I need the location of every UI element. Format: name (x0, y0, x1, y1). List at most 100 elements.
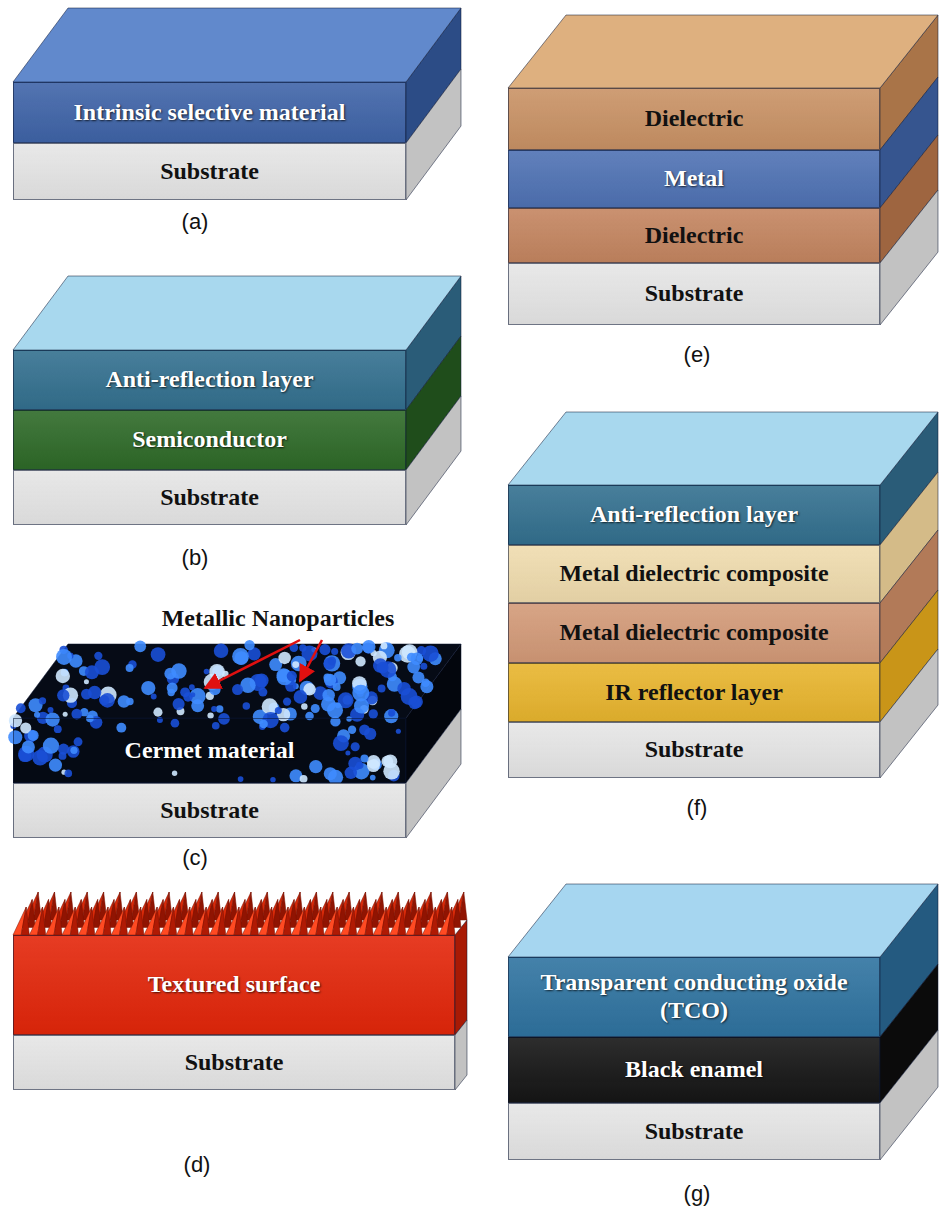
textured-layer: Textured surface (13, 935, 455, 1035)
panel-letter: (f) (687, 795, 708, 821)
texture-spike (152, 907, 160, 935)
substrate-layer: Substrate (508, 1103, 880, 1160)
nanoparticle (324, 674, 336, 686)
texture-spike (453, 900, 461, 928)
nanoparticle (191, 699, 204, 712)
composite-layer: Metal dielectric composite (508, 545, 880, 603)
nanoparticle (74, 737, 83, 746)
nanoparticle (59, 752, 67, 760)
nanoparticle (238, 776, 244, 782)
side-face (880, 1030, 938, 1160)
layer-label: Anti-reflection layer (105, 366, 313, 394)
nanoparticle (370, 775, 376, 781)
nanoparticle (270, 777, 275, 782)
side-face (880, 649, 938, 778)
nanoparticle (212, 722, 220, 730)
metal-layer: Metal (508, 150, 880, 208)
side-face (406, 69, 461, 200)
cermet-layer: Cermet material (13, 718, 406, 783)
panel-letter: (c) (182, 845, 208, 871)
texture-spike (404, 900, 412, 928)
nanoparticle (8, 730, 22, 744)
nanoparticle (355, 656, 365, 666)
side-face (406, 709, 461, 838)
nanoparticle (46, 712, 60, 726)
nanoparticle (126, 664, 134, 672)
layer-label: Transparent conducting oxide (TCO) (519, 969, 869, 1024)
layer-label: Anti-reflection layer (590, 501, 798, 529)
nanoparticle (22, 740, 35, 753)
layer-label: Metal dielectric composite (559, 619, 828, 647)
nanoparticle (351, 742, 360, 751)
nanoparticle (299, 644, 306, 651)
texture-spike (299, 907, 307, 935)
nanoparticle (373, 658, 387, 672)
texture-spike (332, 907, 340, 935)
top-face (13, 8, 461, 82)
texture-spike (54, 907, 62, 935)
nanoparticle (173, 698, 185, 710)
nanoparticle (189, 684, 195, 690)
nanoparticle (348, 726, 356, 734)
nanoparticle (244, 640, 254, 650)
nanoparticle (388, 709, 395, 716)
texture-spike (283, 907, 291, 935)
panel-letter: (a) (182, 209, 209, 235)
side-face (455, 920, 467, 1035)
layer-label: Semiconductor (132, 426, 287, 454)
nanoparticle (352, 685, 369, 702)
texture-spike (387, 900, 395, 928)
layer-label: Textured surface (148, 971, 321, 999)
nanoparticle (331, 648, 338, 655)
antireflection-layer: Anti-reflection layer (508, 485, 880, 545)
side-face (406, 396, 461, 525)
nanoparticle (118, 695, 130, 707)
nanoparticle (348, 757, 362, 771)
texture-spike (109, 900, 117, 928)
nanoparticle (335, 702, 341, 708)
texture-spike (142, 900, 150, 928)
nanoparticle (56, 649, 72, 665)
panel-letter: (d) (184, 1152, 211, 1178)
nanoparticle (99, 695, 109, 705)
substrate-layer: Substrate (508, 722, 880, 778)
texture-spike (44, 900, 52, 928)
substrate-layer: Substrate (13, 470, 406, 525)
texture-spike (60, 900, 68, 928)
semiconductor-layer: Semiconductor (13, 410, 406, 470)
substrate-layer: Substrate (508, 263, 880, 325)
nanoparticle (259, 720, 267, 728)
nanoparticle (407, 653, 416, 662)
texture-spike (273, 900, 281, 928)
texture-spike (76, 900, 84, 928)
texture-spike (240, 900, 248, 928)
nanoparticle (283, 697, 291, 705)
layer-label: Dielectric (645, 105, 744, 133)
nanoparticle (70, 747, 77, 754)
nanoparticle (294, 690, 308, 704)
nanoparticle (305, 712, 314, 721)
nanoparticle (232, 648, 249, 665)
nanoparticle (300, 775, 308, 783)
nanoparticle (88, 686, 101, 699)
nanoparticle (399, 646, 416, 663)
box-faces (13, 8, 938, 1160)
nanoparticle (57, 689, 69, 701)
layer-label: Substrate (160, 484, 259, 512)
nanoparticle (214, 644, 229, 659)
texture-spike (185, 907, 193, 935)
texture-spike (414, 907, 422, 935)
nanoparticle (54, 725, 62, 733)
texture-spike (316, 907, 324, 935)
texture-spike (201, 907, 209, 935)
panel-letter: (e) (684, 342, 711, 368)
texture-spike (207, 900, 215, 928)
nanoparticle (32, 750, 47, 765)
nanoparticle (171, 663, 186, 678)
nanoparticle (232, 684, 243, 695)
nanoparticle (151, 694, 157, 700)
nanoparticle (322, 689, 334, 701)
nanoparticle (333, 735, 349, 751)
nanoparticle (39, 697, 46, 704)
